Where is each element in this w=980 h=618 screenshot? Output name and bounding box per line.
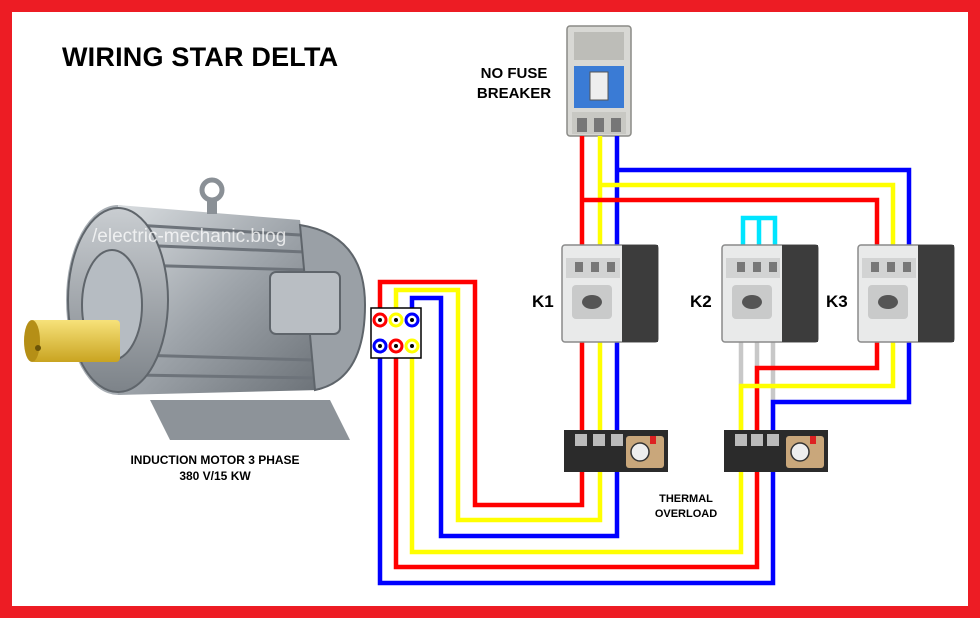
contactor-k1-label: K1	[532, 292, 554, 311]
motor-terminal-block	[370, 307, 422, 359]
motor-label: INDUCTION MOTOR 3 PHASE 380 V/15 KW	[112, 452, 318, 484]
motor-label-line2: 380 V/15 KW	[179, 469, 251, 483]
diagram-title: WIRING STAR DELTA	[62, 42, 339, 72]
overload-label-line2: OVERLOAD	[654, 508, 718, 520]
no-fuse-breaker	[566, 25, 632, 137]
contactor-k2	[721, 244, 819, 343]
overload-label: THERMAL OVERLOAD	[650, 492, 722, 522]
contactor-k2-label: K2	[690, 292, 712, 311]
wiring	[377, 136, 912, 586]
breaker-label-line1: NO FUSE	[480, 65, 548, 82]
overload-label-line1: THERMAL	[659, 493, 713, 505]
breaker-label: NO FUSE BREAKER	[470, 64, 558, 104]
watermark-text: /electric-mechanic.blog	[92, 226, 287, 247]
contactor-k3-label: K3	[826, 292, 848, 311]
thermal-overload-1	[564, 430, 668, 472]
motor-label-line1: INDUCTION MOTOR 3 PHASE	[130, 453, 300, 467]
induction-motor	[24, 177, 367, 440]
thermal-overload-2	[724, 430, 828, 472]
contactor-k1	[561, 244, 659, 343]
breaker-label-line2: BREAKER	[476, 85, 552, 102]
contactor-k3	[857, 244, 955, 343]
